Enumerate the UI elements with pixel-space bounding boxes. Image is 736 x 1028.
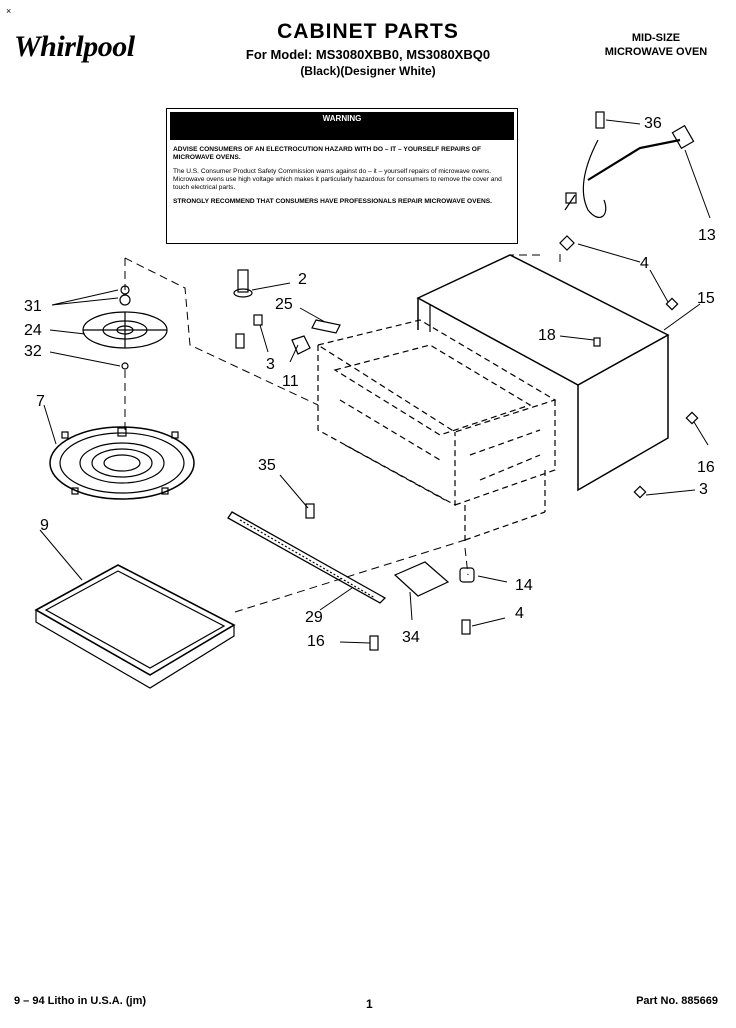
callout-4-top: 4 <box>640 255 649 272</box>
callout-11: 11 <box>282 373 299 390</box>
callout-31: 31 <box>24 298 42 315</box>
callout-35: 35 <box>258 457 276 474</box>
glass-tray <box>34 564 236 689</box>
oven-chassis <box>316 319 557 545</box>
model-numbers: For Model: MS3080XBB0, MS3080XBQ0 <box>245 47 491 62</box>
warning-box: WARNING ADVISE CONSUMERS OF AN ELECTROCU… <box>166 108 518 244</box>
callout-3-right: 3 <box>699 481 708 498</box>
warning-paragraph-1: ADVISE CONSUMERS OF AN ELECTROCUTION HAZ… <box>173 146 481 161</box>
outer-cabinet-wrapper <box>416 254 670 492</box>
callout-34: 34 <box>402 629 420 646</box>
warning-heading-text: WARNING <box>322 114 362 123</box>
leader-lines <box>39 119 711 644</box>
callout-4-bottom: 4 <box>515 605 524 622</box>
callout-16-right: 16 <box>697 459 715 476</box>
bottom-rail <box>227 511 387 604</box>
callout-18: 18 <box>538 327 556 344</box>
cover-plate <box>393 561 450 597</box>
callout-13: 13 <box>698 227 716 244</box>
product-type: MICROWAVE OVEN <box>604 46 708 58</box>
callout-2: 2 <box>298 271 307 288</box>
cabinet-foot <box>459 567 475 583</box>
callout-32: 32 <box>24 343 42 360</box>
callout-16-bottom: 16 <box>307 633 325 650</box>
assembly-guides <box>124 250 561 613</box>
callout-14: 14 <box>515 577 533 594</box>
color-variants: (Black)(Designer White) <box>300 64 436 78</box>
part-number: Part No. 885669 <box>636 995 718 1007</box>
callout-24: 24 <box>24 322 42 339</box>
warning-paragraph-2: The U.S. Consumer Product Safety Commiss… <box>173 168 502 191</box>
callout-36: 36 <box>644 115 662 132</box>
corner-mark: × <box>6 6 12 16</box>
door-hinge <box>233 269 253 298</box>
callout-7: 7 <box>36 393 45 410</box>
callout-29: 29 <box>305 609 323 626</box>
callout-15: 15 <box>697 290 715 307</box>
brand-logo: Whirlpool <box>14 30 135 63</box>
page-number: 1 <box>366 997 373 1011</box>
callout-25: 25 <box>275 296 293 313</box>
warning-paragraph-3: STRONGLY RECOMMEND THAT CONSUMERS HAVE P… <box>173 198 492 205</box>
callout-9: 9 <box>40 517 49 534</box>
turntable-tray <box>49 426 195 500</box>
print-info: 9 – 94 Litho in U.S.A. (jm) <box>14 995 147 1007</box>
warning-heading: WARNING <box>170 112 514 140</box>
callout-3-left: 3 <box>266 356 275 373</box>
screws <box>235 235 699 651</box>
product-size: MID-SIZE <box>631 32 681 44</box>
power-cord <box>564 111 695 218</box>
page-title: CABINET PARTS <box>277 20 459 43</box>
rating-label <box>311 319 341 334</box>
turntable-support <box>82 285 168 370</box>
